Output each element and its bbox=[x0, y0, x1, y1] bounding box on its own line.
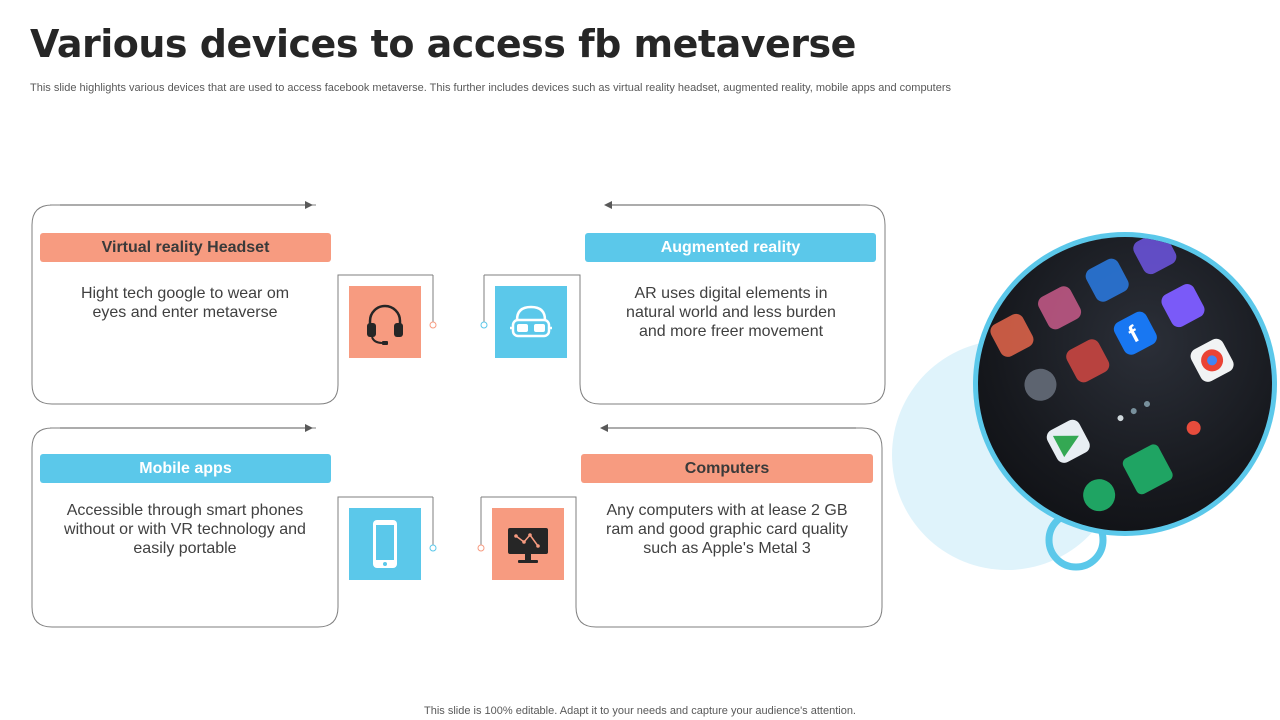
connector-dot-ar bbox=[480, 321, 488, 329]
smartphone-icon bbox=[349, 508, 421, 580]
monitor-icon bbox=[492, 508, 564, 580]
footer-note: This slide is 100% editable. Adapt it to… bbox=[424, 705, 856, 717]
card-text-mobile: Accessible through smart phones without … bbox=[64, 502, 306, 557]
page-title: Various devices to access fb metaverse bbox=[30, 22, 856, 66]
card-title-vr: Virtual reality Headset bbox=[40, 233, 331, 262]
vr-goggles-icon bbox=[495, 286, 567, 358]
page-subtitle: This slide highlights various devices th… bbox=[30, 82, 952, 94]
connector-dot-vr bbox=[429, 321, 437, 329]
headset-icon bbox=[349, 286, 421, 358]
card-title-computers: Computers bbox=[581, 454, 873, 483]
connector-dot-mobile bbox=[429, 544, 437, 552]
card-text-ar: AR uses digital elements in natural worl… bbox=[626, 285, 836, 340]
app-icons-grid: f bbox=[990, 237, 1234, 512]
connector-dot-computers bbox=[477, 544, 485, 552]
card-title-ar: Augmented reality bbox=[585, 233, 876, 262]
card-title-mobile: Mobile apps bbox=[40, 454, 331, 483]
card-text-computers: Any computers with at lease 2 GB ram and… bbox=[606, 502, 848, 557]
card-text-vr: Hight tech google to wear om eyes and en… bbox=[80, 285, 290, 321]
